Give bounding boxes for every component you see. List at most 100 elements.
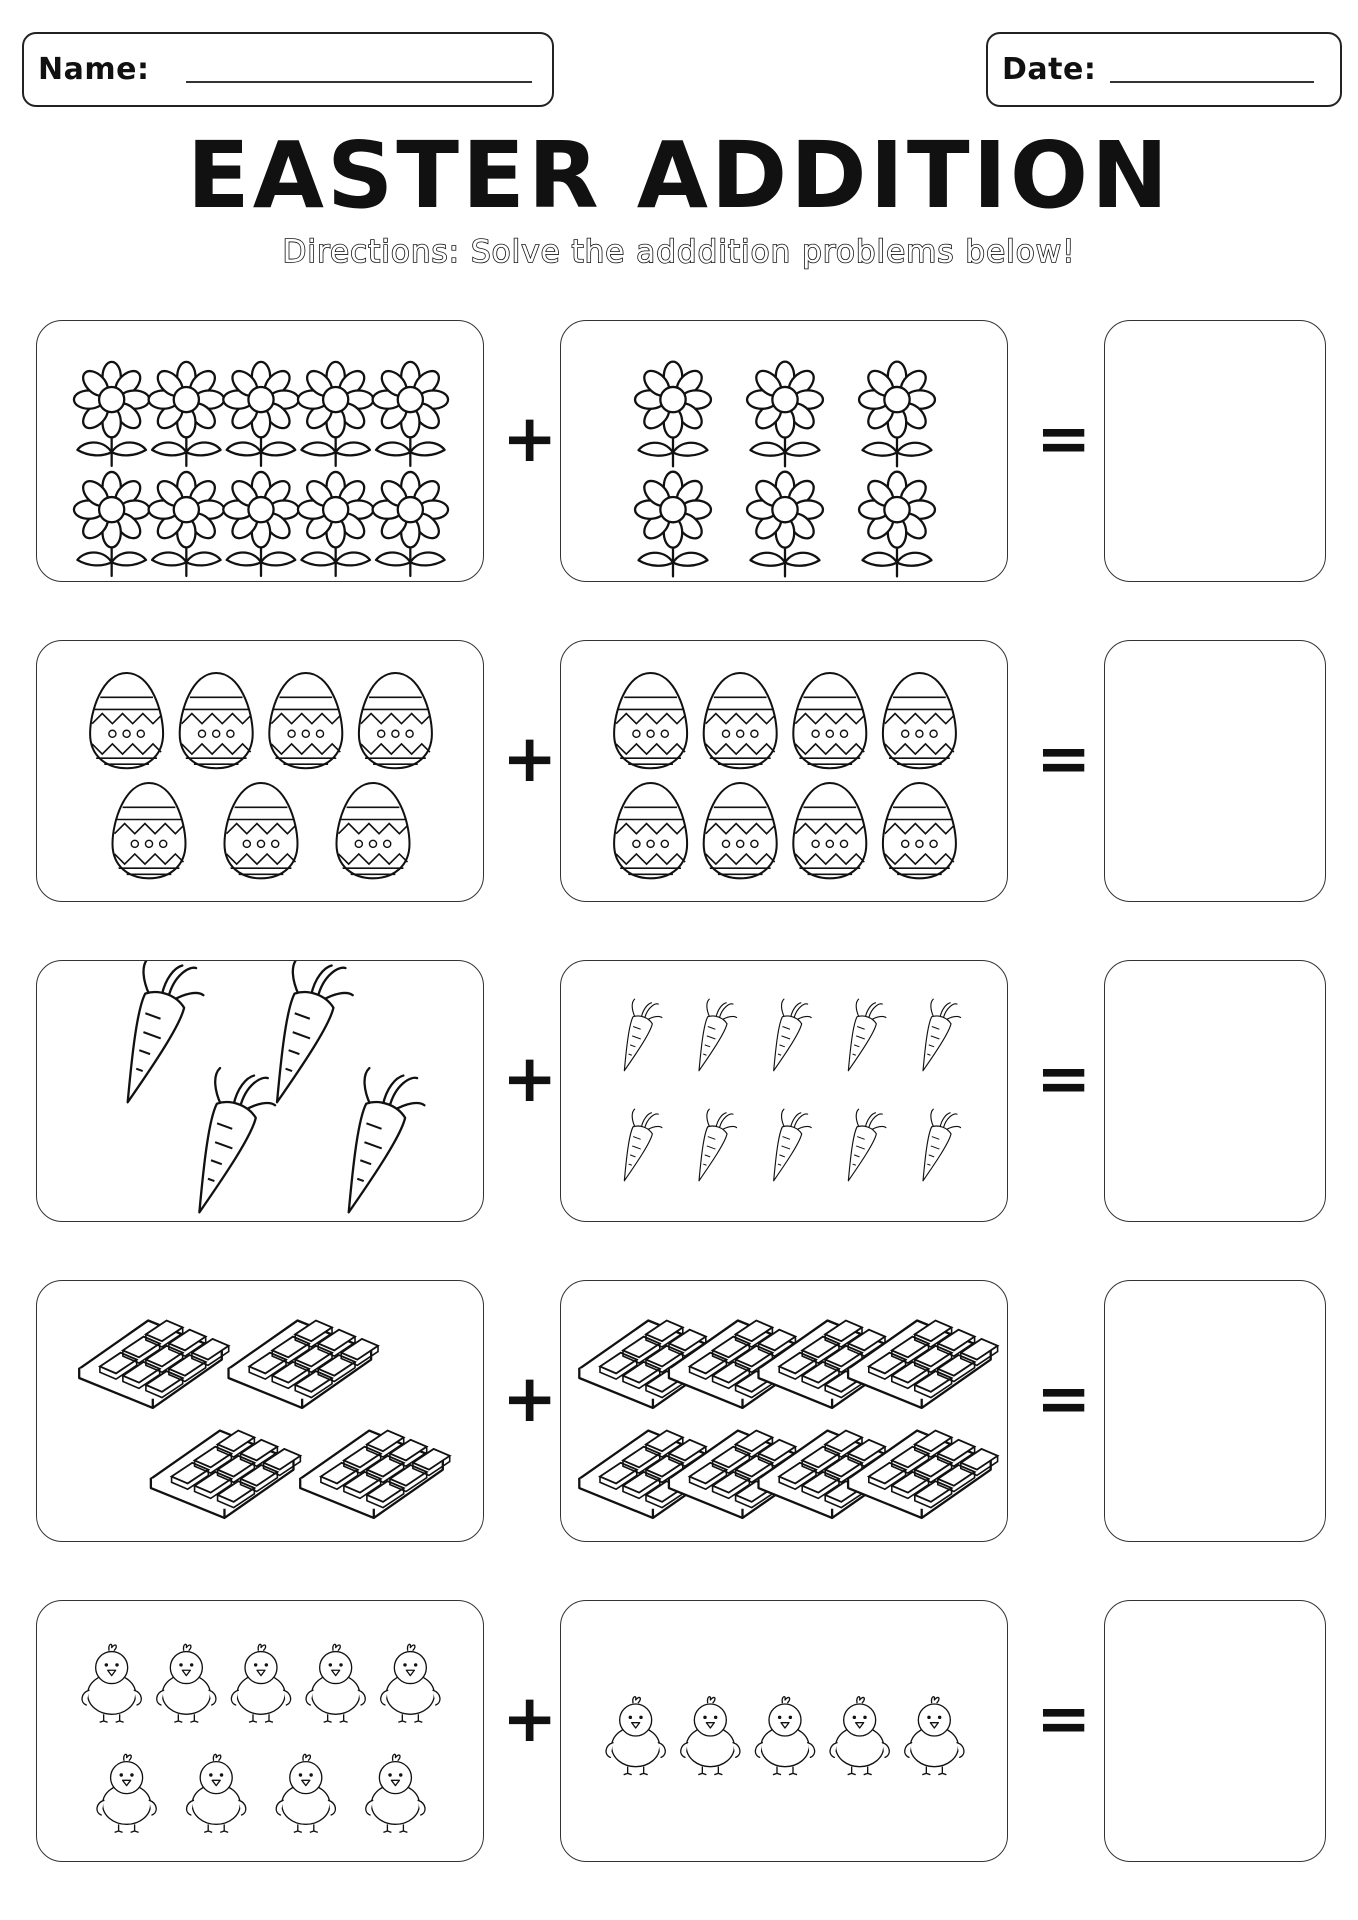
chick-icon	[96, 1753, 157, 1833]
flower-icon	[296, 470, 375, 578]
carrot-icon	[773, 1108, 812, 1182]
egg-icon	[178, 671, 254, 770]
egg-icon	[702, 671, 778, 770]
flower-icon	[296, 360, 375, 468]
carrot-icon	[773, 998, 812, 1072]
plus-sign: +	[502, 1360, 558, 1437]
equals-sign: =	[1036, 720, 1092, 797]
directions-text: Directions: Solve the adddition problems…	[282, 233, 1076, 271]
icon-group	[72, 360, 450, 578]
chick-icon	[185, 1753, 247, 1833]
equals-sign: =	[1036, 1680, 1092, 1757]
flower-icon	[222, 360, 300, 468]
problem-row: +=	[0, 1600, 1358, 1862]
chick-icon	[829, 1696, 890, 1776]
egg-icon	[268, 671, 344, 770]
name-label: Name:	[38, 52, 150, 87]
right-group-panel	[560, 960, 1008, 1222]
date-label: Date:	[1002, 52, 1097, 87]
right-group-panel	[560, 320, 1008, 582]
chick-icon	[230, 1643, 292, 1723]
chick-icon	[605, 1696, 666, 1776]
left-group-panel	[36, 1600, 484, 1862]
plus-sign: +	[502, 400, 558, 477]
chocolate-icon	[149, 1429, 303, 1520]
answer-box[interactable]	[1104, 640, 1326, 902]
egg-icon	[111, 781, 187, 880]
carrot-icon	[922, 998, 962, 1072]
equals-sign: =	[1036, 400, 1092, 477]
flower-icon	[147, 470, 226, 578]
chick-icon	[275, 1753, 337, 1833]
icon-group	[623, 998, 962, 1182]
icon-group	[605, 1696, 965, 1776]
problem-row: +=	[0, 320, 1358, 582]
plus-sign: +	[502, 720, 558, 797]
problem-row: +=	[0, 1280, 1358, 1542]
chick-icon	[754, 1696, 816, 1776]
carrot-icon	[126, 961, 205, 1104]
chocolate-icon	[846, 1319, 1000, 1410]
icon-group	[81, 1643, 441, 1833]
egg-icon	[613, 671, 689, 770]
page-title: EASTER ADDITION	[186, 122, 1172, 229]
chick-icon	[81, 1643, 142, 1723]
name-field[interactable]: Name:	[22, 32, 554, 107]
chocolate-icon	[846, 1429, 1000, 1520]
flower-icon	[633, 470, 713, 578]
icon-group	[633, 360, 937, 578]
carrot-icon	[698, 998, 738, 1072]
equals-sign: =	[1036, 1040, 1092, 1117]
icon-group	[89, 671, 433, 880]
egg-icon	[613, 781, 689, 880]
date-write-line[interactable]	[1110, 81, 1314, 83]
carrot-icon	[347, 1066, 426, 1214]
flower-icon	[745, 360, 825, 468]
answer-box[interactable]	[1104, 960, 1326, 1222]
date-field[interactable]: Date:	[986, 32, 1342, 107]
flower-icon	[222, 470, 300, 578]
chick-icon	[904, 1696, 965, 1776]
carrot-icon	[847, 998, 887, 1072]
chick-icon	[380, 1643, 441, 1723]
egg-icon	[792, 781, 868, 880]
plus-sign: +	[502, 1680, 558, 1757]
carrot-icon	[847, 1108, 887, 1182]
carrot-icon	[198, 1066, 277, 1214]
problem-row: +=	[0, 640, 1358, 902]
egg-icon	[702, 781, 778, 880]
flower-icon	[857, 360, 937, 468]
flower-icon	[857, 470, 937, 578]
carrot-icon	[922, 1108, 962, 1182]
carrot-icon	[623, 998, 663, 1072]
egg-icon	[335, 781, 411, 880]
flower-icon	[371, 360, 450, 468]
chick-icon	[156, 1643, 217, 1723]
icon-group	[578, 1319, 1000, 1520]
egg-icon	[792, 671, 868, 770]
chocolate-icon	[78, 1319, 231, 1410]
carrot-icon	[698, 1108, 738, 1182]
right-group-panel	[560, 640, 1008, 902]
answer-box[interactable]	[1104, 1600, 1326, 1862]
right-group-panel	[560, 1600, 1008, 1862]
answer-box[interactable]	[1104, 320, 1326, 582]
egg-icon	[223, 781, 299, 880]
answer-box[interactable]	[1104, 1280, 1326, 1542]
chick-icon	[680, 1696, 741, 1776]
left-group-panel	[36, 1280, 484, 1542]
left-group-panel	[36, 960, 484, 1222]
problem-row: +=	[0, 960, 1358, 1222]
chick-icon	[305, 1643, 366, 1723]
egg-icon	[89, 671, 165, 770]
flower-icon	[147, 360, 226, 468]
flower-icon	[72, 360, 151, 468]
right-group-panel	[560, 1280, 1008, 1542]
flower-icon	[745, 470, 825, 578]
egg-icon	[881, 671, 957, 770]
egg-icon	[357, 671, 433, 770]
carrot-icon	[275, 961, 354, 1104]
icon-group	[613, 671, 957, 880]
flower-icon	[633, 360, 713, 468]
name-write-line[interactable]	[186, 81, 532, 83]
